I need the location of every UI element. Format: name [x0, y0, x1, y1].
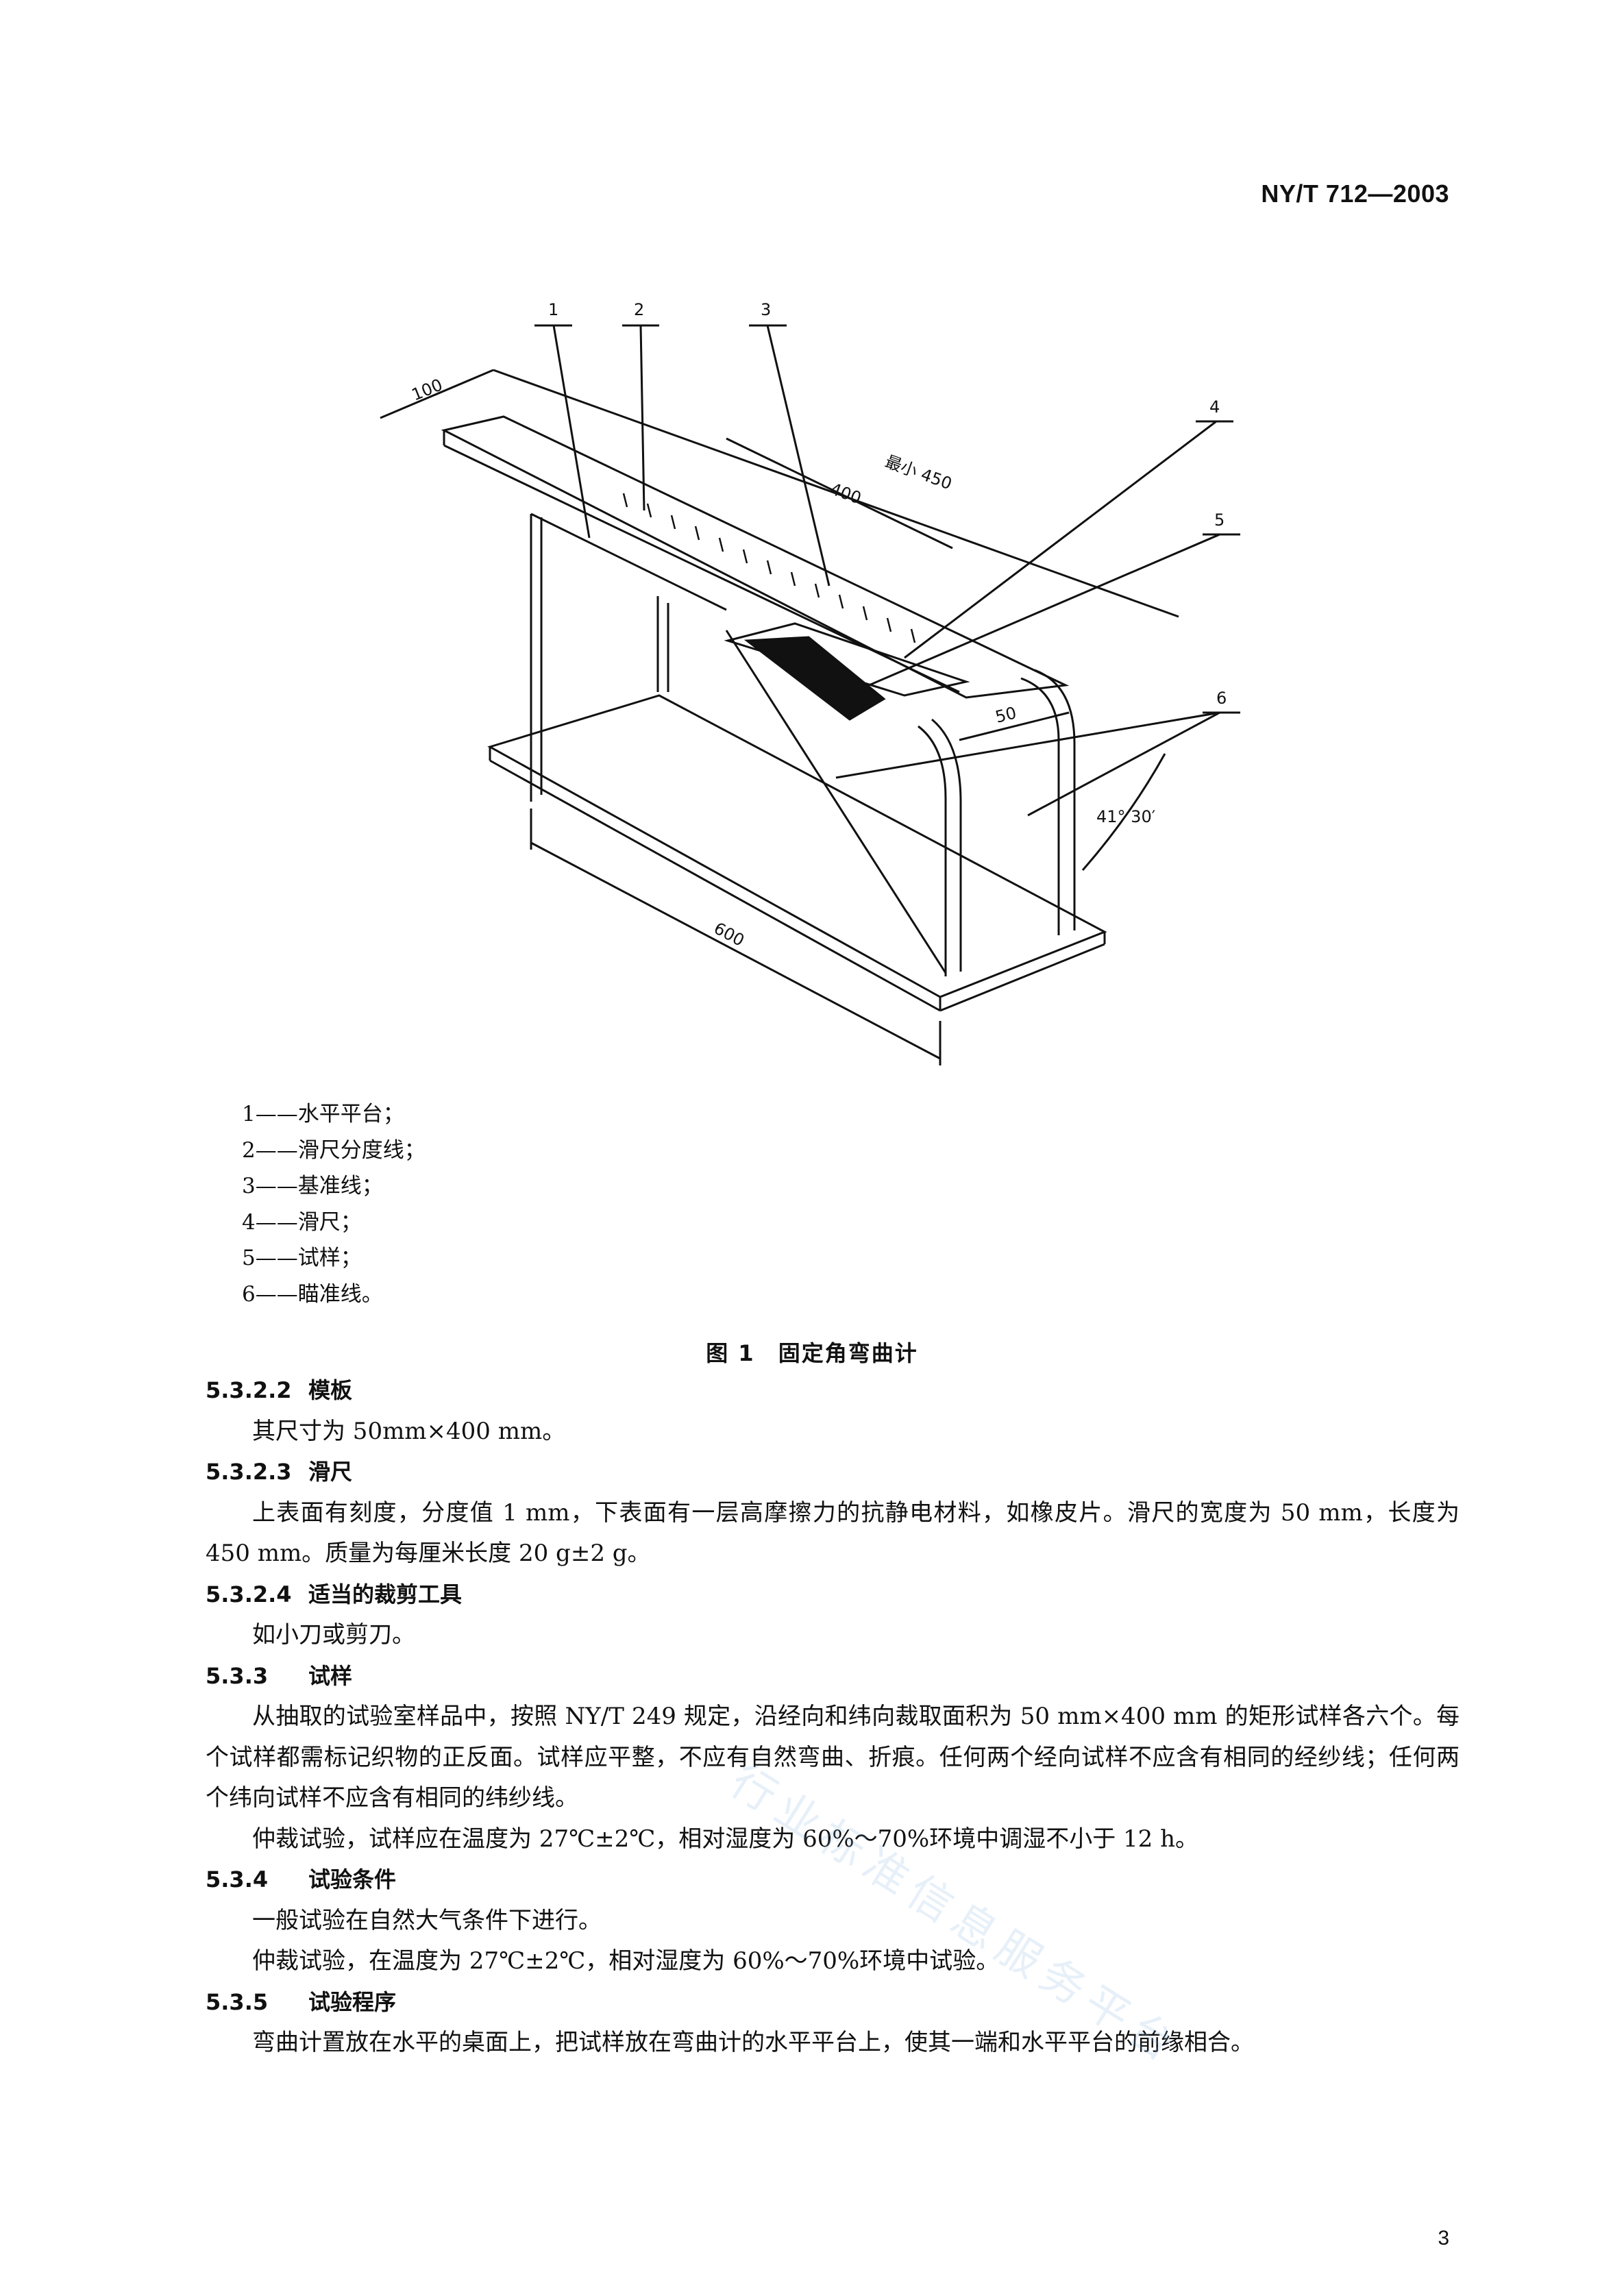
dimension-600: 600: [711, 919, 748, 950]
figure-label-1: 1: [548, 300, 558, 319]
section-heading: 5.3.2.4 适当的裁剪工具: [206, 1575, 1460, 1616]
specimen: [743, 636, 886, 721]
dimension-450-line: [493, 369, 1179, 618]
sight-line-2: [835, 711, 1220, 779]
figure-label-3: 3: [761, 300, 771, 319]
figure-caption: 图 1 固定角弯曲计: [706, 1340, 918, 1366]
angle-arc: [1081, 753, 1166, 871]
legend-item: 5——试样；: [242, 1246, 362, 1270]
section-heading: 5.3.3 试样: [206, 1656, 1460, 1697]
document-body: 5.3.2.2 模板其尺寸为 50mm×400 mm。 5.3.2.3 滑尺上表面有刻…: [206, 1370, 1460, 2064]
section-title: 模板: [308, 1377, 353, 1403]
section-heading: 5.3.4 试验条件: [206, 1860, 1460, 1901]
dimension-50: 50: [994, 703, 1018, 727]
figure-legend: 1——水平平台； 2——滑尺分度线； 3——基准线； 4——滑尺； 5——试样； 6——瞄…: [242, 1096, 426, 1312]
paragraph: 如小刀或剪刀。: [252, 1621, 415, 1649]
section-heading: 5.3.2.3 滑尺: [206, 1452, 1460, 1493]
standard-code: NY/T 712—2003: [1261, 180, 1449, 208]
bending-tester-figure: 1 2 3 4 5 6 100 最小 450 400 50 600 41° 30…: [380, 300, 1240, 1065]
paragraph: 从抽取的试验室样品中，按照 NY/T 249 规定，沿经向和纬向裁取面积为 50…: [206, 1703, 1460, 1812]
sight-line-3: [1027, 711, 1220, 817]
sight-line-1: [725, 630, 947, 974]
scale-graduation-lines: [622, 493, 916, 643]
section-title: 试验程序: [308, 1988, 397, 2015]
paragraph: 其尺寸为 50mm×400 mm。: [252, 1417, 566, 1445]
dimension-400-line: [726, 437, 953, 550]
dimension-100-line: [380, 369, 494, 419]
section-number: 5.3.2.3: [206, 1459, 292, 1485]
dimension-100: 100: [409, 375, 445, 404]
figure-label-4: 4: [1209, 397, 1220, 417]
section-title: 试验条件: [308, 1866, 397, 1892]
paragraph: 上表面有刻度，分度值 1 mm，下表面有一层高摩擦力的抗静电材料，如橡皮片。滑尺…: [206, 1498, 1460, 1568]
dimension-50-line: [959, 711, 1070, 741]
dimension-400: 400: [828, 479, 864, 508]
horizontal-platform: [441, 415, 1070, 699]
dimension-600-line: [530, 841, 941, 1060]
section-number: 5.3.2.2: [206, 1377, 292, 1403]
figure-label-6: 6: [1216, 689, 1227, 708]
section-title: 适当的裁剪工具: [308, 1581, 463, 1607]
paragraph: 仲裁试验，在温度为 27℃±2℃，相对湿度为 60%～70%环境中试验。: [252, 1947, 1000, 1975]
legend-item: 2——滑尺分度线；: [242, 1137, 426, 1163]
section-heading: 5.3.5 试验程序: [206, 1982, 1460, 2023]
angle-label: 41° 30′: [1096, 807, 1155, 826]
paragraph: 弯曲计置放在水平的桌面上，把试样放在弯曲计的水平平台上，使其一端和水平平台的前缘…: [252, 2029, 1254, 2056]
legend-item: 6——瞄准线。: [242, 1281, 383, 1307]
paragraph: 仲裁试验，试样应在温度为 27℃±2℃，相对湿度为 60%～70%环境中调湿不小…: [252, 1825, 1198, 1853]
section-title: 试样: [308, 1662, 353, 1689]
legend-item: 3——基准线；: [242, 1174, 383, 1198]
legend-item: 1——水平平台；: [242, 1102, 404, 1126]
legend-item: 4——滑尺；: [242, 1209, 362, 1235]
section-number: 5.3.5: [206, 1988, 269, 2015]
section-number: 5.3.2.4: [206, 1581, 292, 1607]
figure-label-2: 2: [634, 300, 644, 319]
section-number: 5.3.3: [206, 1662, 269, 1689]
figure-label-5: 5: [1214, 510, 1225, 530]
section-number: 5.3.4: [206, 1866, 269, 1892]
section-heading: 5.3.2.2 模板: [206, 1370, 1460, 1411]
section-title: 滑尺: [308, 1459, 353, 1485]
paragraph: 一般试验在自然大气条件下进行。: [252, 1906, 602, 1934]
page-number: 3: [1438, 2227, 1449, 2249]
dimension-450: 最小 450: [883, 452, 955, 493]
